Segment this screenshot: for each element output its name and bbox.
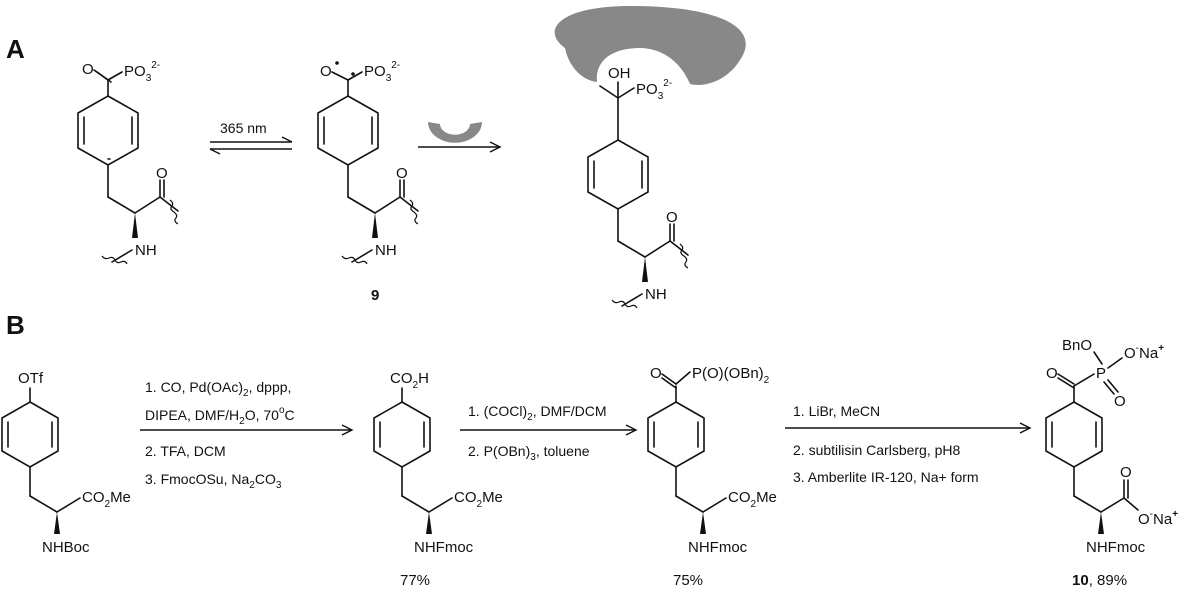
svg-text:DIPEA, DMF/H2O, 70oC: DIPEA, DMF/H2O, 70oC [145,405,295,427]
step-2-conditions: 1. (COCl)2, DMF/DCM 2. P(OBn)3, toluene [460,403,638,463]
wavy-bond [341,255,368,265]
svg-text:2. P(OBn)3, toluene: 2. P(OBn)3, toluene [468,443,590,463]
svg-text:1. LiBr, MeCN: 1. LiBr, MeCN [793,403,880,419]
phosphonate-diester-label: P(O)(OBn)2 [692,365,770,386]
yield-77: 77% [400,572,430,589]
keto-oxygen: O [650,365,662,382]
keto-oxygen: O [1046,365,1058,382]
wavy-bond [169,199,179,225]
radical-dot [351,72,355,76]
amine-label: NH [645,286,667,303]
oxy-radical-oxygen: O [320,63,332,80]
svg-text:2. subtilisin Carlsberg, pH8: 2. subtilisin Carlsberg, pH8 [793,442,961,458]
irradiation-label: 365 nm [220,120,267,136]
ester-label: CO2Me [454,489,503,510]
protein-binding-arrow [418,122,502,153]
hydroxyl-label: OH [608,65,631,82]
ester-label: CO2Me [728,489,777,510]
phosphorus-label: P [1096,365,1106,382]
step-3-conditions: 1. LiBr, MeCN 2. subtilisin Carlsberg, p… [785,403,1032,485]
wavy-bond [409,199,419,225]
molecule-a-right: OH PO32- O NH [554,6,746,309]
intermediate-1: CO2H CO2Me NHFmoc 77% [373,370,503,589]
product-10: BnO P O-Na+ O O O O-Na+ NHFmoc 10, 89% [1045,337,1178,589]
wedge-bond [372,213,378,238]
benzene-ring [77,95,139,166]
carboxyl-oxygen: O [1120,464,1132,481]
wedge-bond [642,257,648,282]
wavy-bond [101,255,128,265]
wavy-bond [679,243,689,269]
phosphonate-group: PO32- [364,60,400,84]
panel-b-label: B [6,310,25,340]
ester-label: CO2Me [82,489,131,510]
wedge-bond [132,213,138,238]
wavy-bond [611,299,638,309]
step-1-conditions: 1. CO, Pd(OAc)2, dppp, DIPEA, DMF/H2O, 7… [140,379,354,491]
protein-icon [428,122,482,143]
intermediate-2: O P(O)(OBn)2 CO2Me NHFmoc 75% [647,365,777,589]
nhfmoc-label: NHFmoc [688,539,748,556]
yield-75: 75% [673,572,703,589]
phosphonate-group: PO32- [124,60,160,84]
compound-10-yield: 10, 89% [1072,572,1127,589]
compound-9-label: 9 [371,287,379,304]
svg-text:3. Amberlite IR-120, Na+ form: 3. Amberlite IR-120, Na+ form [793,469,979,485]
benzyloxy-label: BnO [1062,337,1092,354]
starting-material: OTf CO2Me NHBoc [1,370,131,556]
amide-oxygen: O [666,209,678,226]
radical-dot [335,61,339,65]
amide-oxygen: O [156,165,168,182]
amide-oxygen: O [396,165,408,182]
nhfmoc-label: NHFmoc [1086,539,1146,556]
svg-text:2. TFA, DCM: 2. TFA, DCM [145,443,226,459]
nhfmoc-label: NHFmoc [414,539,474,556]
carboxylic-acid-label: CO2H [390,370,429,391]
molecule-9: O PO32- O NH 9 [317,60,419,304]
nhboc-label: NHBoc [42,539,90,556]
protein-shape [554,6,746,85]
keto-oxygen: O [82,61,94,78]
carboxylate-anion: O-Na+ [1138,509,1178,528]
panel-a-label: A [6,34,25,64]
amine-label: NH [135,242,157,259]
equilibrium-arrow [209,136,293,155]
amine-label: NH [375,242,397,259]
svg-text:1. (COCl)2, DMF/DCM: 1. (COCl)2, DMF/DCM [468,403,607,423]
phosphoryl-oxygen: O [1114,393,1126,410]
svg-text:1. CO, Pd(OAc)2, dppp,: 1. CO, Pd(OAc)2, dppp, [145,379,291,399]
molecule-a-left: O PO32- O NH [77,60,179,265]
svg-text:3. FmocOSu, Na2CO3: 3. FmocOSu, Na2CO3 [145,471,282,491]
phosphonate-oxygen-anion: O-Na+ [1124,343,1164,362]
phosphonate-group: PO32- [636,78,672,102]
triflate-label: OTf [18,370,44,387]
